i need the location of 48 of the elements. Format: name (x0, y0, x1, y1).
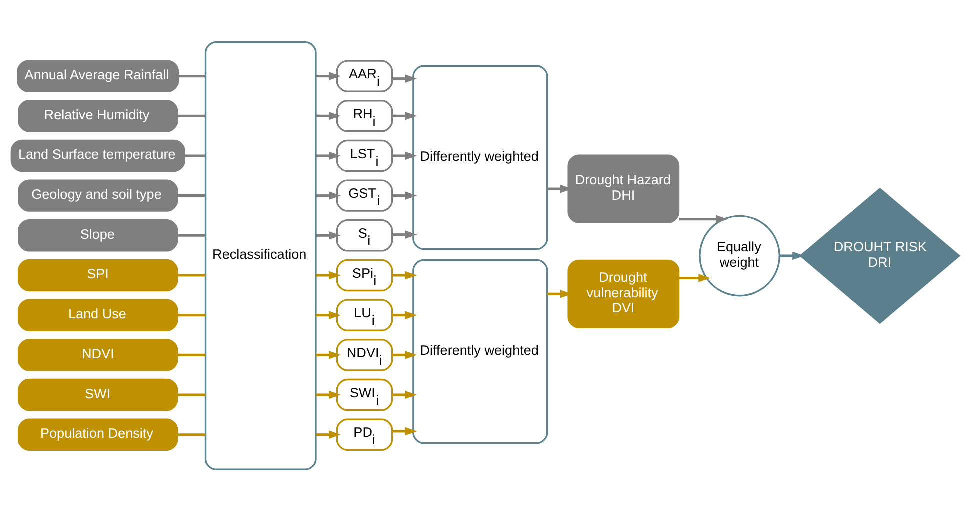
arrow (392, 111, 418, 120)
arrow (392, 191, 418, 200)
arrow (679, 274, 711, 282)
arrow (392, 390, 418, 399)
arrow (392, 74, 418, 82)
arrow (392, 350, 418, 359)
arrow (392, 151, 418, 160)
node-box: Slope (18, 219, 178, 252)
node-box: Drought vulnerability DVI (568, 259, 680, 328)
connector (178, 114, 206, 117)
arrow (392, 310, 418, 319)
node-box: Differently weighted (412, 258, 548, 444)
node-box: SPI (18, 258, 178, 292)
arrow (392, 270, 418, 280)
connector (178, 194, 206, 197)
node-box: Reclassification (204, 41, 317, 470)
arrow (679, 214, 728, 223)
arrow (316, 310, 341, 319)
connector (178, 393, 206, 396)
arrow (316, 191, 341, 200)
node-box: SWI (18, 378, 178, 411)
node-diamond: DROUHT RISK DRI (800, 187, 961, 324)
connector (178, 353, 206, 356)
arrow (316, 72, 341, 80)
arrow (316, 231, 341, 240)
arrow (316, 390, 341, 399)
connector (178, 74, 206, 78)
arrow (316, 151, 341, 160)
node-box: NDVI (18, 338, 178, 371)
arrow (392, 426, 418, 436)
connector (178, 274, 206, 276)
connector (178, 234, 206, 236)
node-box: Relative Humidity (18, 100, 178, 132)
node-box: Geology and soil type (18, 179, 178, 212)
connector (184, 154, 206, 157)
arrow (316, 430, 341, 439)
connector (178, 314, 206, 316)
connector (178, 433, 206, 436)
arrow (392, 230, 418, 238)
node-box: Differently weighted (412, 64, 548, 250)
arrow (316, 111, 341, 120)
node-box: Population Density (18, 418, 178, 450)
node-box: Drought Hazard DHI (568, 154, 680, 223)
arrow (316, 270, 341, 280)
arrow (316, 350, 341, 359)
node-box: Land Use (18, 298, 178, 331)
node-box: Annual Average Rainfall (17, 60, 180, 92)
node-box: Land Surface temperature (10, 139, 186, 172)
